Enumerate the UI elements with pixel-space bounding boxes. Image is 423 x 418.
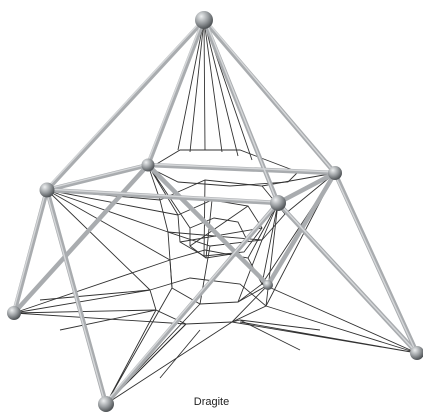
metal-frame xyxy=(13,19,417,404)
apex-ball xyxy=(195,11,213,29)
joint-ball xyxy=(270,195,286,211)
foot-ball xyxy=(7,306,21,320)
joint-ball xyxy=(40,183,55,198)
joint-ball xyxy=(328,166,342,180)
joint-ball xyxy=(263,280,273,290)
joint-ball xyxy=(142,159,155,172)
image-caption: Dragite xyxy=(0,396,423,408)
rope-net xyxy=(14,20,417,404)
